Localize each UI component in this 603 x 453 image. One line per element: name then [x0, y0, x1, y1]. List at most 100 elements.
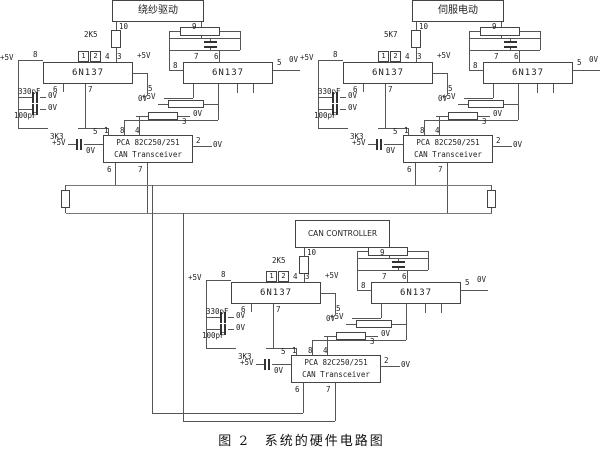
wire: [63, 84, 64, 92]
wire: [469, 31, 470, 70]
capacitor-plate: [204, 41, 217, 43]
pin-label: 8: [33, 50, 38, 59]
voltage-label: 0V: [589, 55, 599, 64]
wire: [318, 109, 332, 110]
pin-label: 5: [465, 278, 470, 287]
wire: [169, 31, 170, 70]
wire: [335, 293, 336, 313]
voltage-label: +5V: [52, 138, 66, 147]
pin-label: 4: [135, 126, 140, 135]
wire: [357, 251, 368, 252]
value-label: 330pF: [318, 87, 341, 96]
wire: [193, 84, 194, 98]
wire: [366, 336, 378, 337]
wire: [68, 144, 76, 145]
pin-label: 7: [138, 165, 143, 174]
wire: [447, 73, 448, 93]
optocoupler-label: 6N137: [511, 68, 545, 78]
wire: [256, 364, 264, 365]
wire: [169, 50, 240, 51]
wire: [352, 318, 381, 319]
wire: [439, 116, 440, 135]
wire: [266, 348, 296, 349]
wire: [363, 84, 364, 92]
wire: [40, 109, 46, 110]
wire: [469, 31, 480, 32]
voltage-label: +5V: [188, 273, 202, 282]
capacitor-plate: [36, 104, 38, 115]
voltage-label: 0V: [513, 140, 523, 149]
wire: [124, 120, 218, 121]
capacitor-plate: [220, 324, 222, 335]
wire: [210, 48, 211, 50]
optocoupler-label: 6N137: [399, 288, 433, 298]
wire: [398, 268, 399, 270]
voltage-label: 0V: [348, 91, 358, 100]
device-label: 绕纱驱动: [138, 5, 178, 16]
wire: [218, 104, 219, 120]
wire: [147, 73, 148, 93]
capacitor-plate: [32, 104, 34, 115]
wire: [296, 348, 297, 355]
wire: [183, 213, 184, 421]
capacitor-plate: [336, 104, 338, 115]
pin-label: 3: [417, 52, 422, 61]
optocoupler-box: 6N137: [483, 62, 573, 84]
capacitor-plate: [224, 312, 226, 323]
pin-label: 7: [438, 165, 443, 174]
voltage-label: +5V: [137, 51, 151, 60]
wire: [206, 280, 231, 281]
wire: [510, 38, 511, 41]
pin-square: 1: [266, 271, 277, 282]
voltage-label: 0V: [438, 94, 448, 103]
pin-label: 8: [420, 126, 425, 135]
pin-label: 10: [119, 22, 129, 31]
voltage-label: +5V: [0, 53, 14, 62]
wire: [84, 144, 103, 145]
wire: [340, 109, 346, 110]
voltage-label: 0V: [138, 94, 148, 103]
wire: [240, 31, 241, 50]
pin-label: 2: [384, 356, 389, 365]
voltage-label: 0V: [86, 146, 96, 155]
value-label: 3K3: [50, 132, 64, 141]
bus-terminator-resistor: [61, 190, 70, 208]
resistor: [168, 100, 204, 108]
capacitor-plate: [332, 104, 334, 115]
wire: [158, 104, 168, 105]
pin-label: 6: [514, 52, 519, 61]
pin-square: 1: [78, 51, 89, 62]
wire: [518, 84, 519, 104]
wire: [273, 304, 274, 348]
optocoupler-label: 6N137: [371, 68, 405, 78]
wire: [66, 185, 492, 186]
pin-label: 3: [305, 272, 310, 281]
capacitor-plate: [392, 266, 405, 268]
wire: [406, 324, 407, 340]
voltage-label: 0V: [493, 109, 503, 118]
capacitor-plate: [268, 359, 270, 370]
wire: [478, 116, 490, 117]
resistor: [368, 247, 408, 256]
voltage-label: 0V: [289, 55, 299, 64]
transceiver-label-line2: CAN Transceiver: [302, 370, 370, 379]
wire: [136, 116, 148, 117]
pin-label: 5: [448, 84, 453, 93]
wire: [408, 128, 409, 135]
pin-label: 6: [353, 85, 358, 94]
value-label: 2K5: [272, 256, 286, 265]
optocoupler-label: 6N137: [259, 288, 293, 298]
wire: [458, 104, 468, 105]
wire: [178, 116, 190, 117]
pin-label: 5: [277, 58, 282, 67]
wire: [357, 290, 371, 291]
wire: [424, 120, 518, 121]
value-label: 5K7: [384, 30, 398, 39]
wire: [133, 73, 147, 74]
wire: [428, 251, 429, 270]
wire: [139, 116, 140, 135]
pin-square: 2: [90, 51, 101, 62]
pin-label: 4: [405, 52, 410, 61]
